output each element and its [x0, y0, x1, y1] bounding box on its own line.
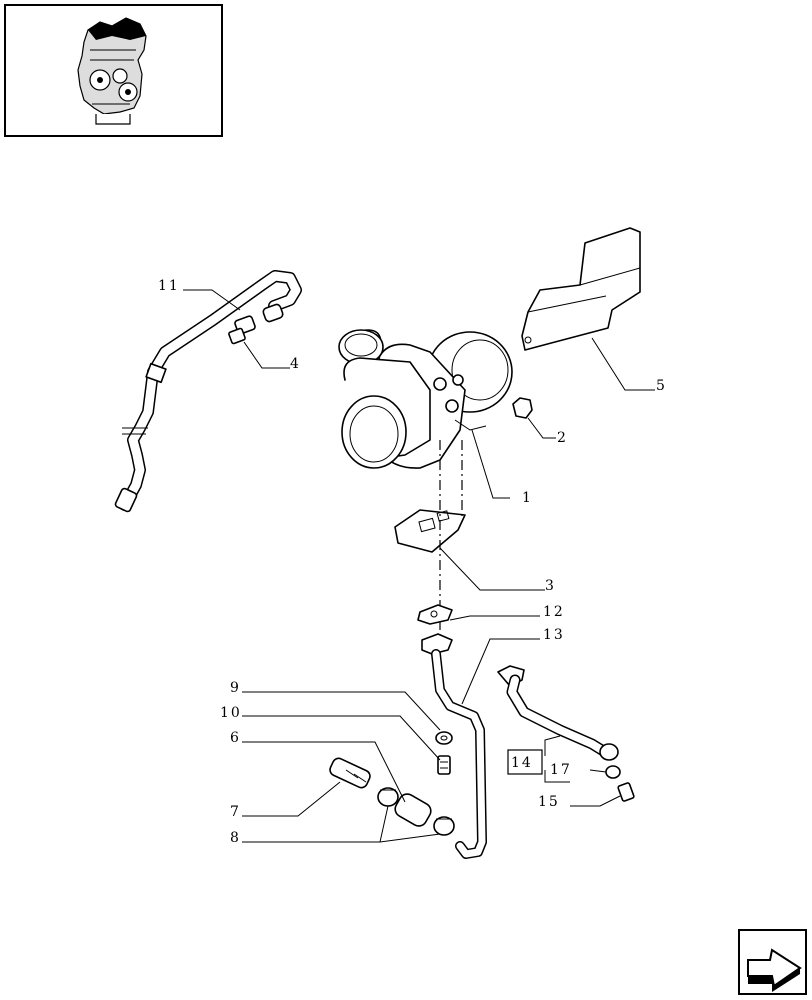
- engine-thumbnail[interactable]: [4, 4, 223, 137]
- part-5-heat-shield: [521, 227, 641, 351]
- part-7-fitting: [329, 757, 371, 789]
- callout-7: 7: [230, 804, 241, 820]
- next-page-button[interactable]: [738, 929, 807, 995]
- part-14-pipe: [497, 665, 619, 761]
- callout-8: 8: [230, 830, 241, 846]
- part-15-fitting: [617, 782, 635, 802]
- part-10-bolt: [437, 755, 451, 775]
- callout-14: 14: [511, 755, 533, 771]
- leader-lines: [183, 289, 655, 843]
- callout-2: 2: [557, 430, 568, 446]
- part-9-washer: [435, 731, 453, 745]
- part-6-hose: [394, 793, 432, 827]
- part-4-fitting: [228, 315, 256, 345]
- callout-6: 6: [230, 730, 241, 746]
- callout-4: 4: [290, 356, 301, 372]
- part-1-turbocharger: [338, 329, 513, 469]
- engine-thumbnail-icon: [77, 17, 147, 125]
- next-page-arrow-icon: [747, 948, 802, 992]
- part-8-clamps: [377, 787, 455, 836]
- part-12-gasket: [417, 604, 453, 625]
- centerlines: [439, 440, 463, 700]
- callout-3: 3: [545, 578, 556, 594]
- part-2-nut: [512, 397, 533, 419]
- callout-10: 10: [220, 705, 242, 721]
- callout-13: 13: [543, 627, 565, 643]
- part-3-gasket: [394, 509, 466, 553]
- callout-11: 11: [158, 278, 180, 294]
- callout-9: 9: [230, 680, 241, 696]
- callout-15: 15: [538, 794, 560, 810]
- part-11-oil-pipe: [114, 270, 302, 513]
- part-13-oil-return-pipe: [421, 633, 487, 859]
- callout-1: 1: [522, 490, 533, 506]
- callout-12: 12: [543, 604, 565, 620]
- callout-5: 5: [656, 378, 667, 394]
- callout-14-box: [507, 749, 543, 775]
- callout-17: 17: [550, 762, 572, 778]
- part-17-seal: [605, 765, 621, 779]
